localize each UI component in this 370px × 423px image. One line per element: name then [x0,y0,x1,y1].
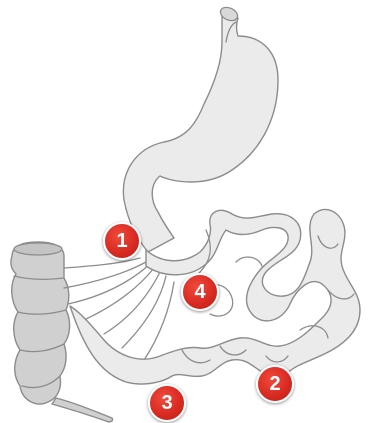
marker-1[interactable]: 1 [103,222,141,260]
marker-2[interactable]: 2 [256,365,294,403]
mesentery-lines [64,258,174,360]
stomach [123,5,278,252]
marker-3[interactable]: 3 [148,384,186,422]
marker-4[interactable]: 4 [181,273,219,311]
